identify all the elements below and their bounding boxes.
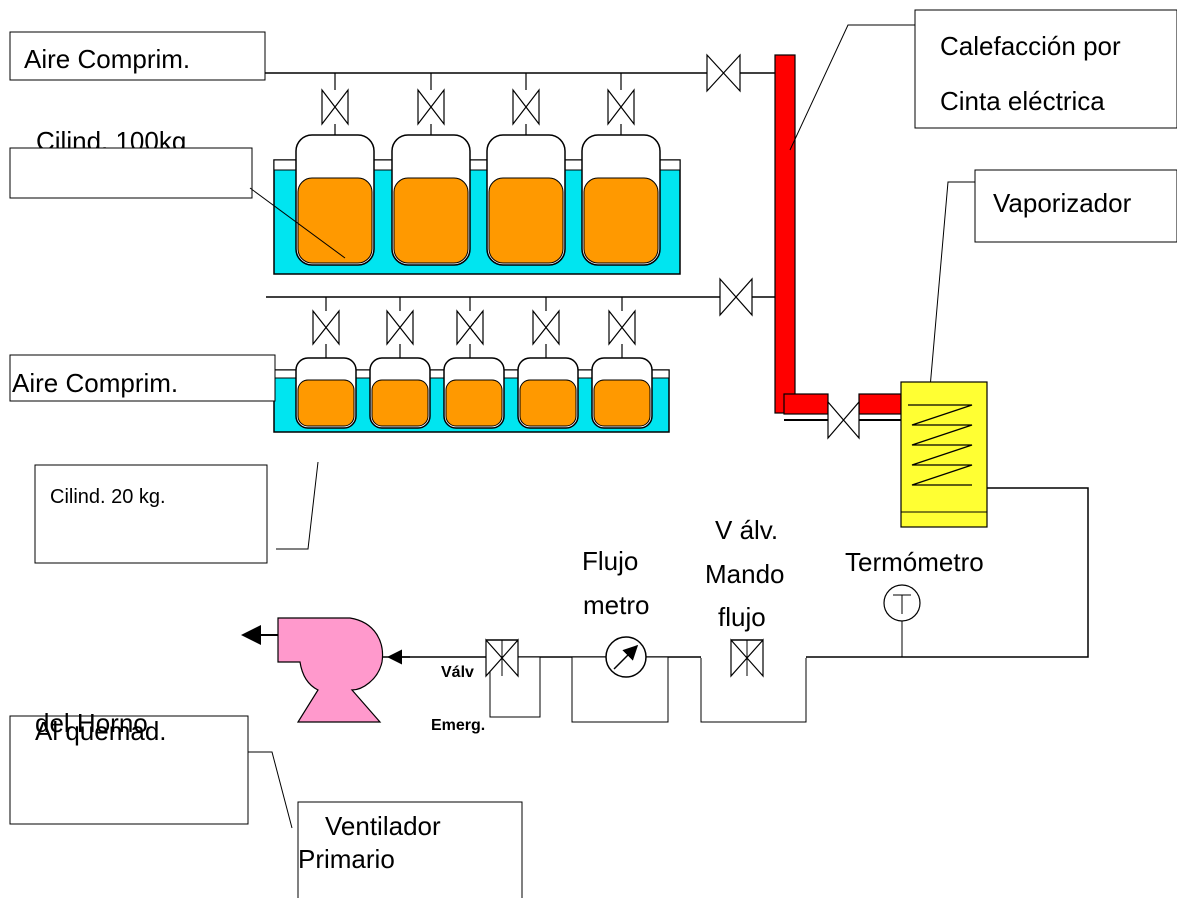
heating-tape-vertical	[774, 54, 796, 414]
termometro-label: Termómetro	[845, 547, 984, 577]
cilind-100-box	[9, 147, 253, 199]
primary-fan-icon	[277, 617, 384, 723]
cilind-20-box	[34, 464, 268, 564]
horno-box	[9, 715, 249, 825]
middle-main-valve-icon	[719, 277, 753, 317]
heating-tape-horizontal-left	[783, 393, 829, 415]
flujometro-label-line1: Flujo	[582, 546, 638, 576]
ventilador-label-line2: Primario	[298, 844, 395, 874]
aire-comprim-bottom-label: Aire Comprim.	[12, 368, 178, 398]
flow-control-bypass	[700, 656, 807, 723]
emergency-valve-icon	[485, 638, 519, 678]
vaporizer-coil-icon	[908, 404, 973, 486]
upper-cylinders	[295, 134, 661, 266]
lower-cylinders	[295, 357, 653, 429]
aire-comprim-top-box	[9, 31, 266, 81]
horno-label-line2: Al quemad.	[35, 716, 167, 746]
valv-emerg-label-line1: Válv	[441, 664, 474, 681]
flow-control-valve-icon	[730, 638, 770, 678]
flujometro-label-line2: metro	[583, 590, 649, 620]
valv-mando-label-line3: flujo	[718, 602, 766, 632]
ventilador-box	[297, 801, 523, 898]
valv-emerg-label-line2: Emerg.	[431, 717, 485, 734]
heating-tape-horizontal-right	[858, 393, 902, 415]
calefaccion-box	[914, 9, 1177, 129]
vaporizador-label: Vaporizador	[993, 188, 1132, 218]
flowmeter-icon	[605, 636, 647, 678]
lower-cylinder-valves	[312, 297, 636, 358]
thermometer-icon	[883, 584, 921, 622]
horno-label-line1: del Horno	[35, 708, 148, 738]
valv-mando-label-line1: V álv.	[715, 515, 778, 545]
vaporizador-box	[974, 169, 1177, 243]
calefaccion-label-line2: Cinta eléctrica	[940, 86, 1105, 116]
aire-comprim-top-label: Aire Comprim.	[24, 44, 190, 74]
vaporizer-inlet-valve-icon	[827, 400, 860, 440]
cilind-20-label: Cilind. 20 kg.	[50, 486, 166, 508]
calefaccion-label-line1: Calefacción por	[940, 31, 1121, 61]
ventilador-label-line1: Ventilador	[325, 811, 441, 841]
valv-mando-label-line2: Mando	[705, 559, 785, 589]
upper-cylinder-valves	[321, 73, 635, 135]
top-main-valve-icon	[706, 53, 741, 93]
aire-comprim-bottom-box	[9, 354, 276, 402]
